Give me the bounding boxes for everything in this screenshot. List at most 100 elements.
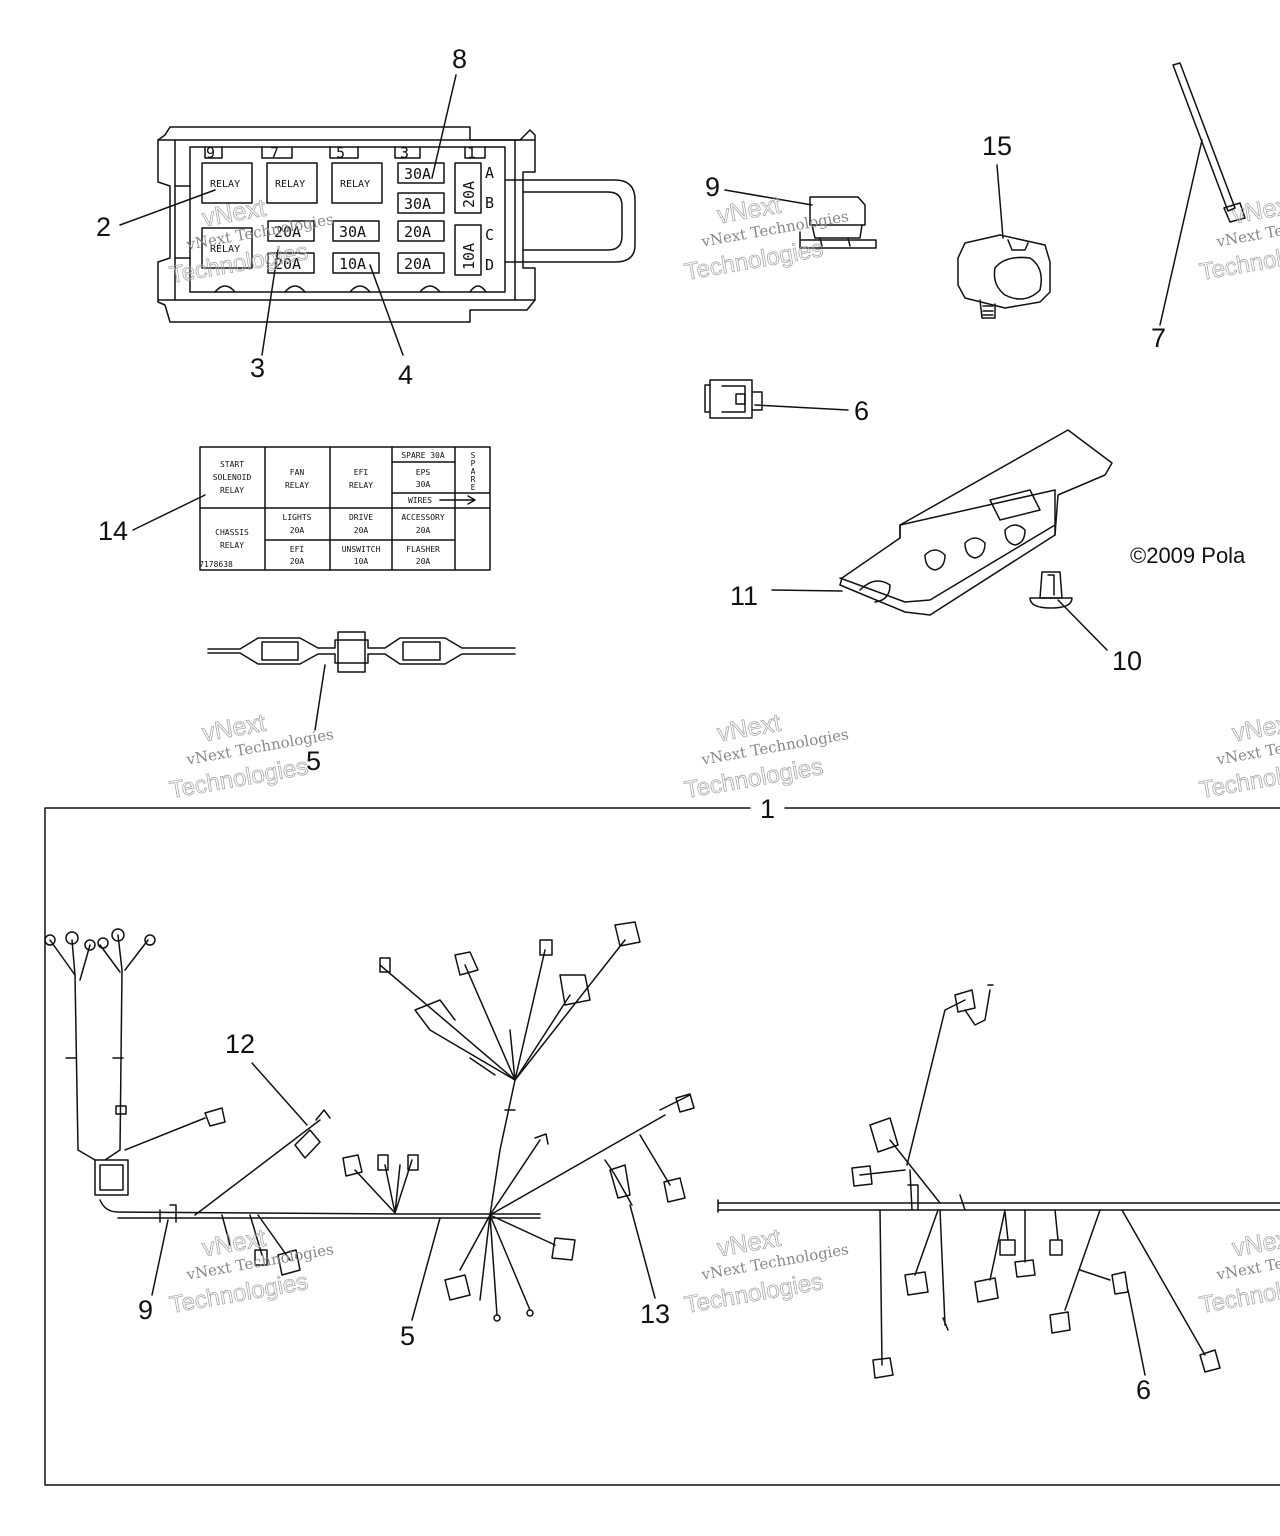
callout-14: 14 xyxy=(98,516,128,546)
label-chart-text: START SOLENOID RELAY FAN RELAY EFI RELAY… xyxy=(199,451,475,569)
leader-3 xyxy=(261,249,279,356)
fuse-row-B: B xyxy=(485,194,494,212)
fuse-pos-3: 3 xyxy=(400,144,409,162)
callout-5-bottom: 5 xyxy=(400,1321,415,1351)
chart-cell-text: SPARE 30A xyxy=(401,451,445,460)
chart-cell-text: START xyxy=(220,460,244,469)
fuse-rating: 20A xyxy=(274,255,301,273)
relay-label: RELAY xyxy=(340,179,370,190)
fuse-rating: 20A xyxy=(274,223,301,241)
callout-6-bottom: 6 xyxy=(1136,1375,1151,1405)
callout-9-top: 9 xyxy=(705,172,720,202)
chart-cell-text: 20A xyxy=(290,526,305,535)
callout-11: 11 xyxy=(730,581,758,611)
fuse-rating: 30A xyxy=(404,195,431,213)
callout-12: 12 xyxy=(225,1029,255,1059)
fuse-rating: 30A xyxy=(404,165,431,183)
callout-1: 1 xyxy=(760,794,775,824)
leader-5-bottom xyxy=(411,1217,441,1321)
fuse-rating: 20A xyxy=(404,223,431,241)
callout-10: 10 xyxy=(1112,646,1142,676)
chart-cell-text: SOLENOID xyxy=(213,473,252,482)
callout-7: 7 xyxy=(1151,323,1166,353)
bracket-part-11 xyxy=(839,429,1113,616)
chart-cell-text: 20A xyxy=(416,557,431,566)
chart-cell-text: UNSWITCH xyxy=(342,545,381,554)
main-harness-left xyxy=(44,921,695,1322)
fuse-pos-7: 7 xyxy=(270,144,279,162)
callout-15: 15 xyxy=(982,131,1012,161)
callout-labels: 1 2 3 4 5 5 6 6 7 8 9 9 10 11 12 13 14 1… xyxy=(96,44,1166,1405)
connector-part-15 xyxy=(957,234,1051,319)
callout-13: 13 xyxy=(640,1299,670,1329)
leader-7 xyxy=(1159,139,1203,326)
leader-4 xyxy=(369,264,404,356)
main-harness-right xyxy=(717,984,1280,1379)
leader-8 xyxy=(431,74,457,179)
callout-4: 4 xyxy=(398,360,413,390)
leader-13 xyxy=(629,1204,656,1299)
relay-part-9 xyxy=(799,196,877,249)
chart-cell-text: 20A xyxy=(290,557,305,566)
push-rivet-part-10 xyxy=(1029,571,1073,609)
fuse-rating: 10A xyxy=(339,255,366,273)
fuse-rating: 20A xyxy=(404,255,431,273)
chart-cell-text: 20A xyxy=(354,526,369,535)
callout-9-bottom: 9 xyxy=(138,1295,153,1325)
leader-11 xyxy=(771,589,843,592)
chart-cell-text: EFI xyxy=(290,545,305,554)
fuse-pos-5: 5 xyxy=(336,144,345,162)
chart-cell-text: E xyxy=(471,483,476,492)
fuse-row-C: C xyxy=(485,226,494,244)
leader-15 xyxy=(996,164,1004,239)
callout-3: 3 xyxy=(250,353,265,383)
leader-6-top xyxy=(754,404,849,411)
chart-cell-text: S xyxy=(471,451,476,460)
chart-cell-text: RELAY xyxy=(285,481,309,490)
relay-label: RELAY xyxy=(210,179,240,190)
fuse-pos-9: 9 xyxy=(206,144,215,162)
callout-6-top: 6 xyxy=(854,396,869,426)
chart-cell-text: RELAY xyxy=(220,486,244,495)
chart-cell-text: WIRES xyxy=(408,496,432,505)
chart-cell-text: RELAY xyxy=(349,481,373,490)
fuse-row-D: D xyxy=(485,256,494,274)
chart-cell-text: FLASHER xyxy=(406,545,440,554)
chart-cell-text: DRIVE xyxy=(349,513,373,522)
relay-label: RELAY xyxy=(275,179,305,190)
fuse-holder-part-5 xyxy=(207,631,516,673)
chart-cell-text: A xyxy=(471,467,476,476)
leader-6-bottom xyxy=(1127,1289,1146,1376)
leader-2 xyxy=(119,189,216,226)
fuse-rating: 30A xyxy=(339,223,366,241)
fuse-row-A: A xyxy=(485,164,494,182)
chart-cell-text: RELAY xyxy=(220,541,244,550)
chart-cell-text: 30A xyxy=(416,480,431,489)
chart-cell-text: 20A xyxy=(416,526,431,535)
terminal-part-6 xyxy=(704,379,763,419)
watermark: vNext vNext Technologies Technologies vN… xyxy=(167,190,1280,1319)
chart-cell-text: EFI xyxy=(354,468,369,477)
chart-cell-text: ACCESSORY xyxy=(401,513,445,522)
chart-cell-text: EPS xyxy=(416,468,431,477)
fuse-box-text: 9 7 5 3 1 A B C D RELAY RELAY RELAY RELA… xyxy=(206,144,494,274)
fuse-rating: 20A xyxy=(460,181,478,208)
callout-5-top: 5 xyxy=(306,746,321,776)
callout-8: 8 xyxy=(452,44,467,74)
relay-label: RELAY xyxy=(210,244,240,255)
copyright-text: ©2009 Pola xyxy=(1130,543,1246,568)
fuse-box xyxy=(157,126,636,323)
chart-part-number: 7178638 xyxy=(199,560,233,569)
chart-cell-text: LIGHTS xyxy=(283,513,312,522)
fuse-rating: 10A xyxy=(460,243,478,270)
fuse-pos-1: 1 xyxy=(467,144,476,162)
leader-9-top xyxy=(724,189,813,206)
leader-5-top xyxy=(314,664,326,731)
callout-2: 2 xyxy=(96,212,111,242)
chart-cell-text: P xyxy=(471,459,476,468)
leader-9-bottom xyxy=(151,1219,169,1296)
leader-12 xyxy=(251,1062,308,1126)
leader-14 xyxy=(132,494,206,531)
chart-cell-text: 10A xyxy=(354,557,369,566)
chart-cell-text: CHASSIS xyxy=(215,528,249,537)
